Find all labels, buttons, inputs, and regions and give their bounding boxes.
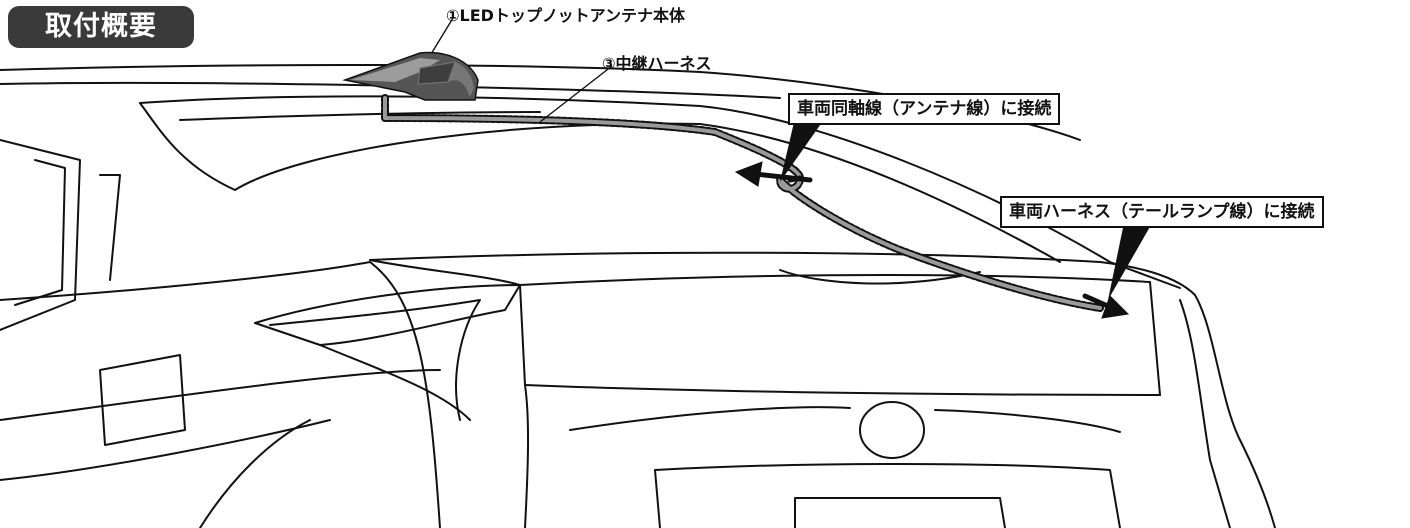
fuel-door — [99, 354, 186, 446]
side-window — [0, 139, 81, 331]
pillar-line — [99, 174, 121, 281]
wheel-arch — [199, 419, 311, 528]
label-relay-harness: ③中継ハーネス — [602, 54, 712, 73]
tail-lamp-left-inner — [269, 299, 481, 421]
label-antenna: ①LEDトップノットアンテナ本体 — [446, 6, 685, 25]
callout-harness-connect: 車両ハーネス（テールランプ線）に接続 — [1000, 196, 1324, 228]
emblem — [859, 401, 925, 459]
callout-pointer-harness — [1108, 218, 1155, 300]
lower-body-line — [0, 369, 441, 421]
lower-body-line-2 — [0, 419, 331, 481]
spoiler-lower — [139, 102, 1061, 263]
title-badge: 取付概要 — [8, 6, 194, 48]
callout-coax-connect: 車両同軸線（アンテナ線）に接続 — [788, 93, 1061, 125]
garnish-curve — [569, 406, 851, 431]
trunk-top — [369, 251, 1196, 296]
leader-harness — [539, 65, 613, 123]
tail-lamp-left — [254, 284, 521, 346]
body-left-curve — [0, 261, 441, 528]
license-plate-recess-left — [654, 469, 661, 528]
license-plate — [794, 497, 1006, 528]
arrow-harness — [1082, 293, 1130, 319]
garnish-curve-right — [934, 409, 1121, 433]
antenna-body — [342, 51, 479, 101]
tail-lamp-lower — [319, 344, 471, 421]
license-plate-recess — [654, 463, 1121, 528]
rear-glass-frame — [179, 111, 541, 121]
body-right-curve — [1194, 294, 1276, 528]
callout-pointer-coax — [780, 118, 825, 182]
trunk-edge — [369, 259, 1151, 286]
trunk-left-side — [519, 284, 530, 528]
trunk-right-side — [1149, 281, 1161, 396]
relay-harness-cable — [381, 94, 1104, 312]
spoiler-upper — [139, 95, 1181, 289]
trunk-lip — [779, 269, 981, 285]
trunk-bottom — [524, 384, 1161, 396]
body-right-inner — [1179, 299, 1231, 528]
side-window-inner — [14, 159, 66, 306]
